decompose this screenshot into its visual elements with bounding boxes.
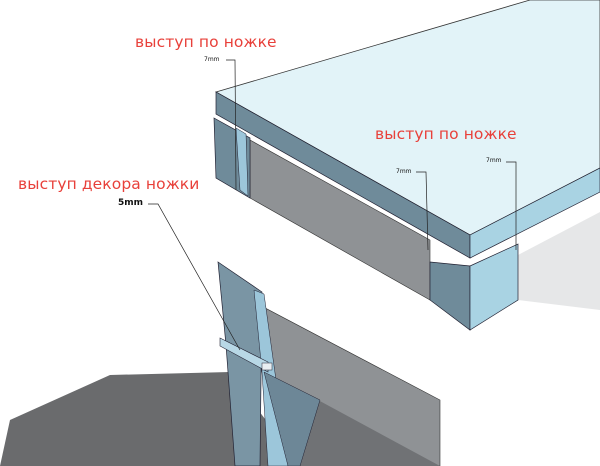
- leader-lower: [148, 203, 241, 351]
- dimension-right-b: 7mm: [486, 157, 502, 164]
- lower-leg-left-face: [217, 261, 263, 466]
- leader-right-b: [506, 161, 517, 250]
- upper-apron-light: [518, 212, 600, 310]
- top-gap-line: [213, 114, 600, 264]
- label-leg-protrusion-right: выступ по ножке: [375, 125, 517, 143]
- upper-leg-left-stripe: [235, 127, 249, 197]
- lower-leg-right-face: [263, 371, 321, 466]
- leg-decor-ledge: [219, 337, 269, 373]
- leader-right-a: [416, 171, 429, 251]
- dimension-right-a: 7mm: [396, 168, 412, 175]
- leader-top-left: [226, 59, 237, 191]
- floor-shadow: [0, 372, 300, 466]
- label-leg-protrusion-top: выступ по ножке: [135, 33, 277, 51]
- leg-decor-cap: [261, 362, 273, 371]
- lower-apron-inner: [300, 400, 440, 466]
- upper-leg-right-front: [429, 261, 471, 331]
- dimension-lower: 5mm: [118, 198, 144, 208]
- dimension-top-left: 7mm: [204, 56, 220, 63]
- tabletop-side-face: [469, 167, 600, 259]
- label-leg-decor-protrusion: выступ декора ножки: [18, 175, 200, 193]
- upper-leg-right-side: [469, 243, 519, 331]
